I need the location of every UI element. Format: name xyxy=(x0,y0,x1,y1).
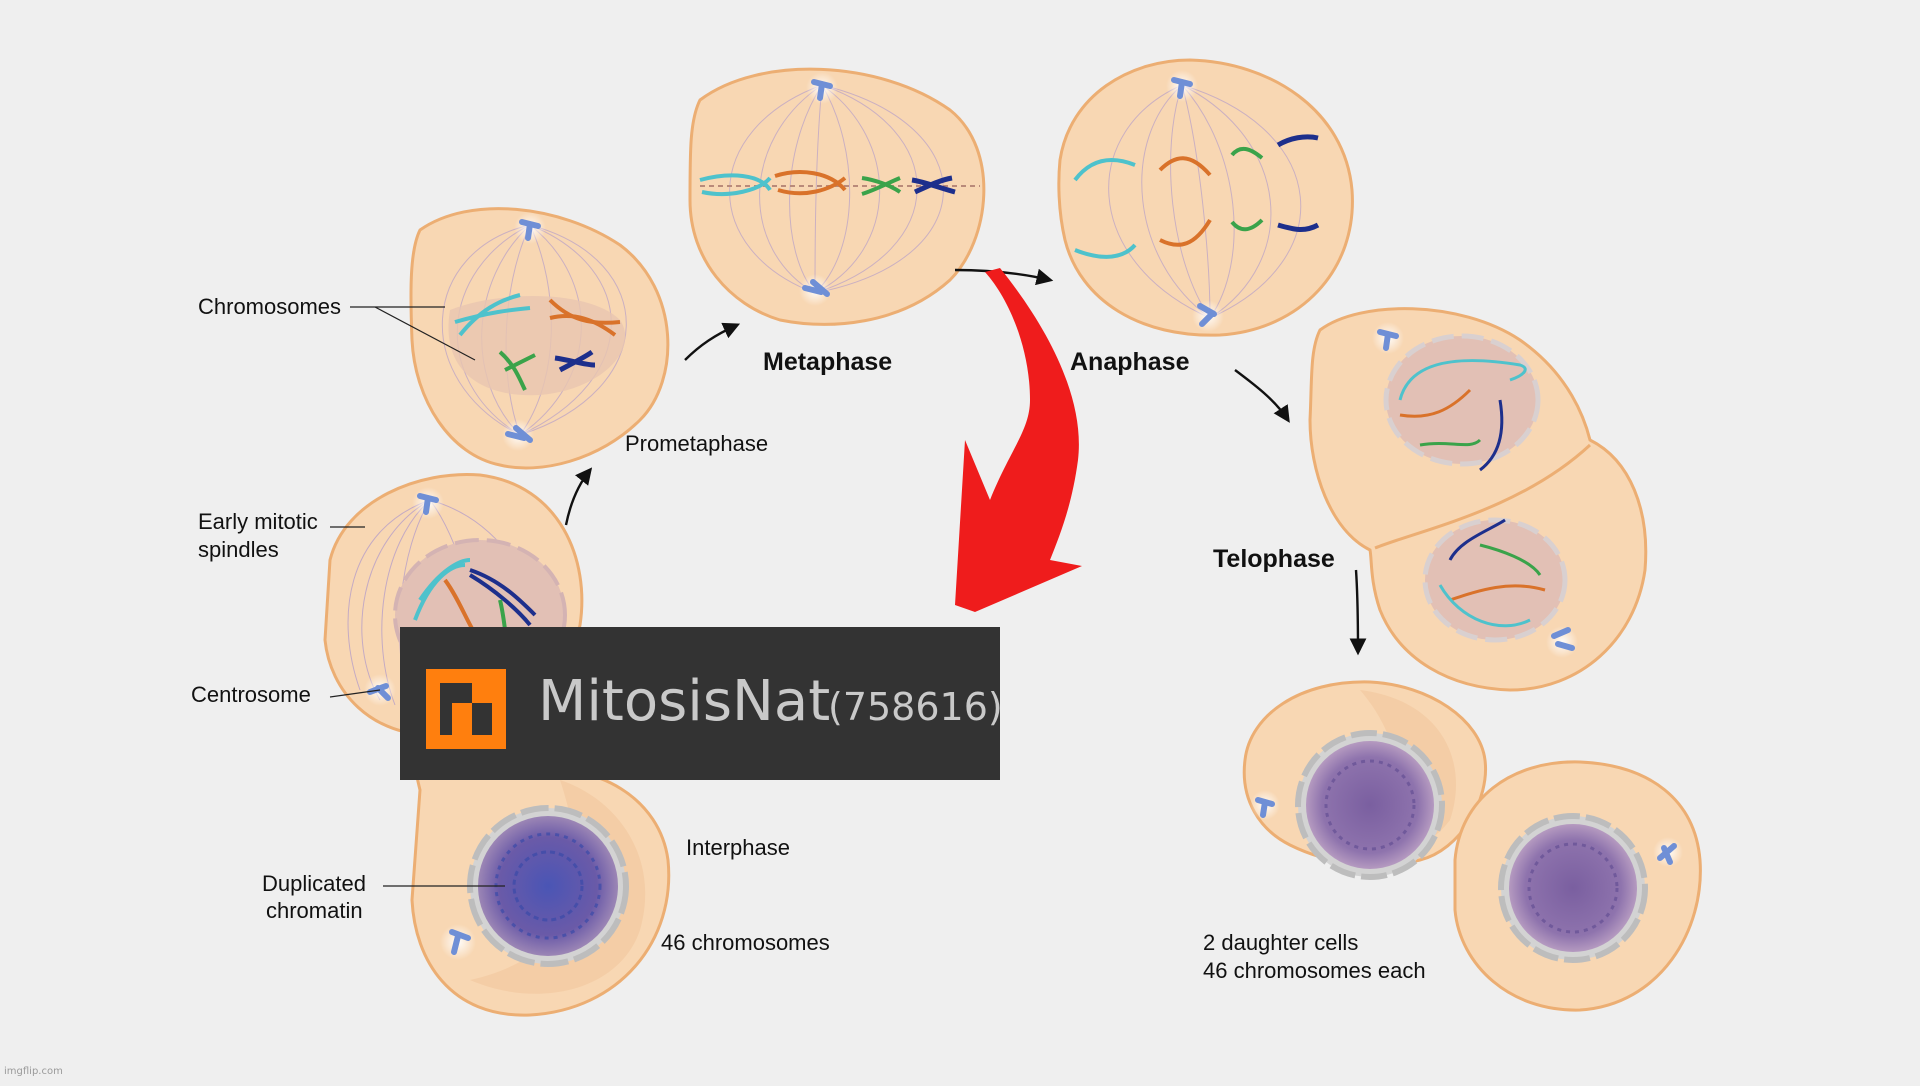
early-mitotic-spindles-label-line1: Early mitotic xyxy=(198,509,318,534)
interphase-label: Interphase xyxy=(686,835,790,860)
metaphase-cell xyxy=(688,67,986,326)
duplicated-chromatin-label-line1: Duplicated xyxy=(262,871,366,896)
anaphase-label: Anaphase xyxy=(1070,348,1190,376)
prometaphase-cell xyxy=(409,207,670,470)
orange-square-logo-icon xyxy=(426,669,506,749)
chromosome-count-label: 46 chromosomes xyxy=(661,930,830,955)
duplicated-chromatin-label-line2: chromatin xyxy=(266,898,363,923)
telophase-label: Telophase xyxy=(1213,545,1335,573)
interphase-cell xyxy=(410,748,671,1017)
daughter-cells-label-line2: 46 chromosomes each xyxy=(1203,958,1426,983)
mitosisnat-badge: MitosisNat (758616) xyxy=(400,627,1003,780)
badge-count: (758616) xyxy=(828,685,1003,729)
telophase-cell xyxy=(1308,307,1648,692)
watermark: imgflip.com xyxy=(4,1066,63,1077)
flow-arrows xyxy=(564,268,1367,656)
prometaphase-label: Prometaphase xyxy=(625,431,769,456)
centrosome-label: Centrosome xyxy=(191,682,311,707)
badge-title: MitosisNat xyxy=(538,669,831,734)
daughter-cells xyxy=(1242,680,1702,1012)
metaphase-label: Metaphase xyxy=(763,348,893,376)
leader-lines xyxy=(329,306,505,887)
daughter-cells-label-line1: 2 daughter cells xyxy=(1203,930,1359,955)
red-arrow-icon xyxy=(955,268,1082,612)
chromosomes-label: Chromosomes xyxy=(198,294,342,319)
anaphase-cell xyxy=(1057,58,1354,337)
early-mitotic-spindles-label-line2: spindles xyxy=(198,537,279,562)
